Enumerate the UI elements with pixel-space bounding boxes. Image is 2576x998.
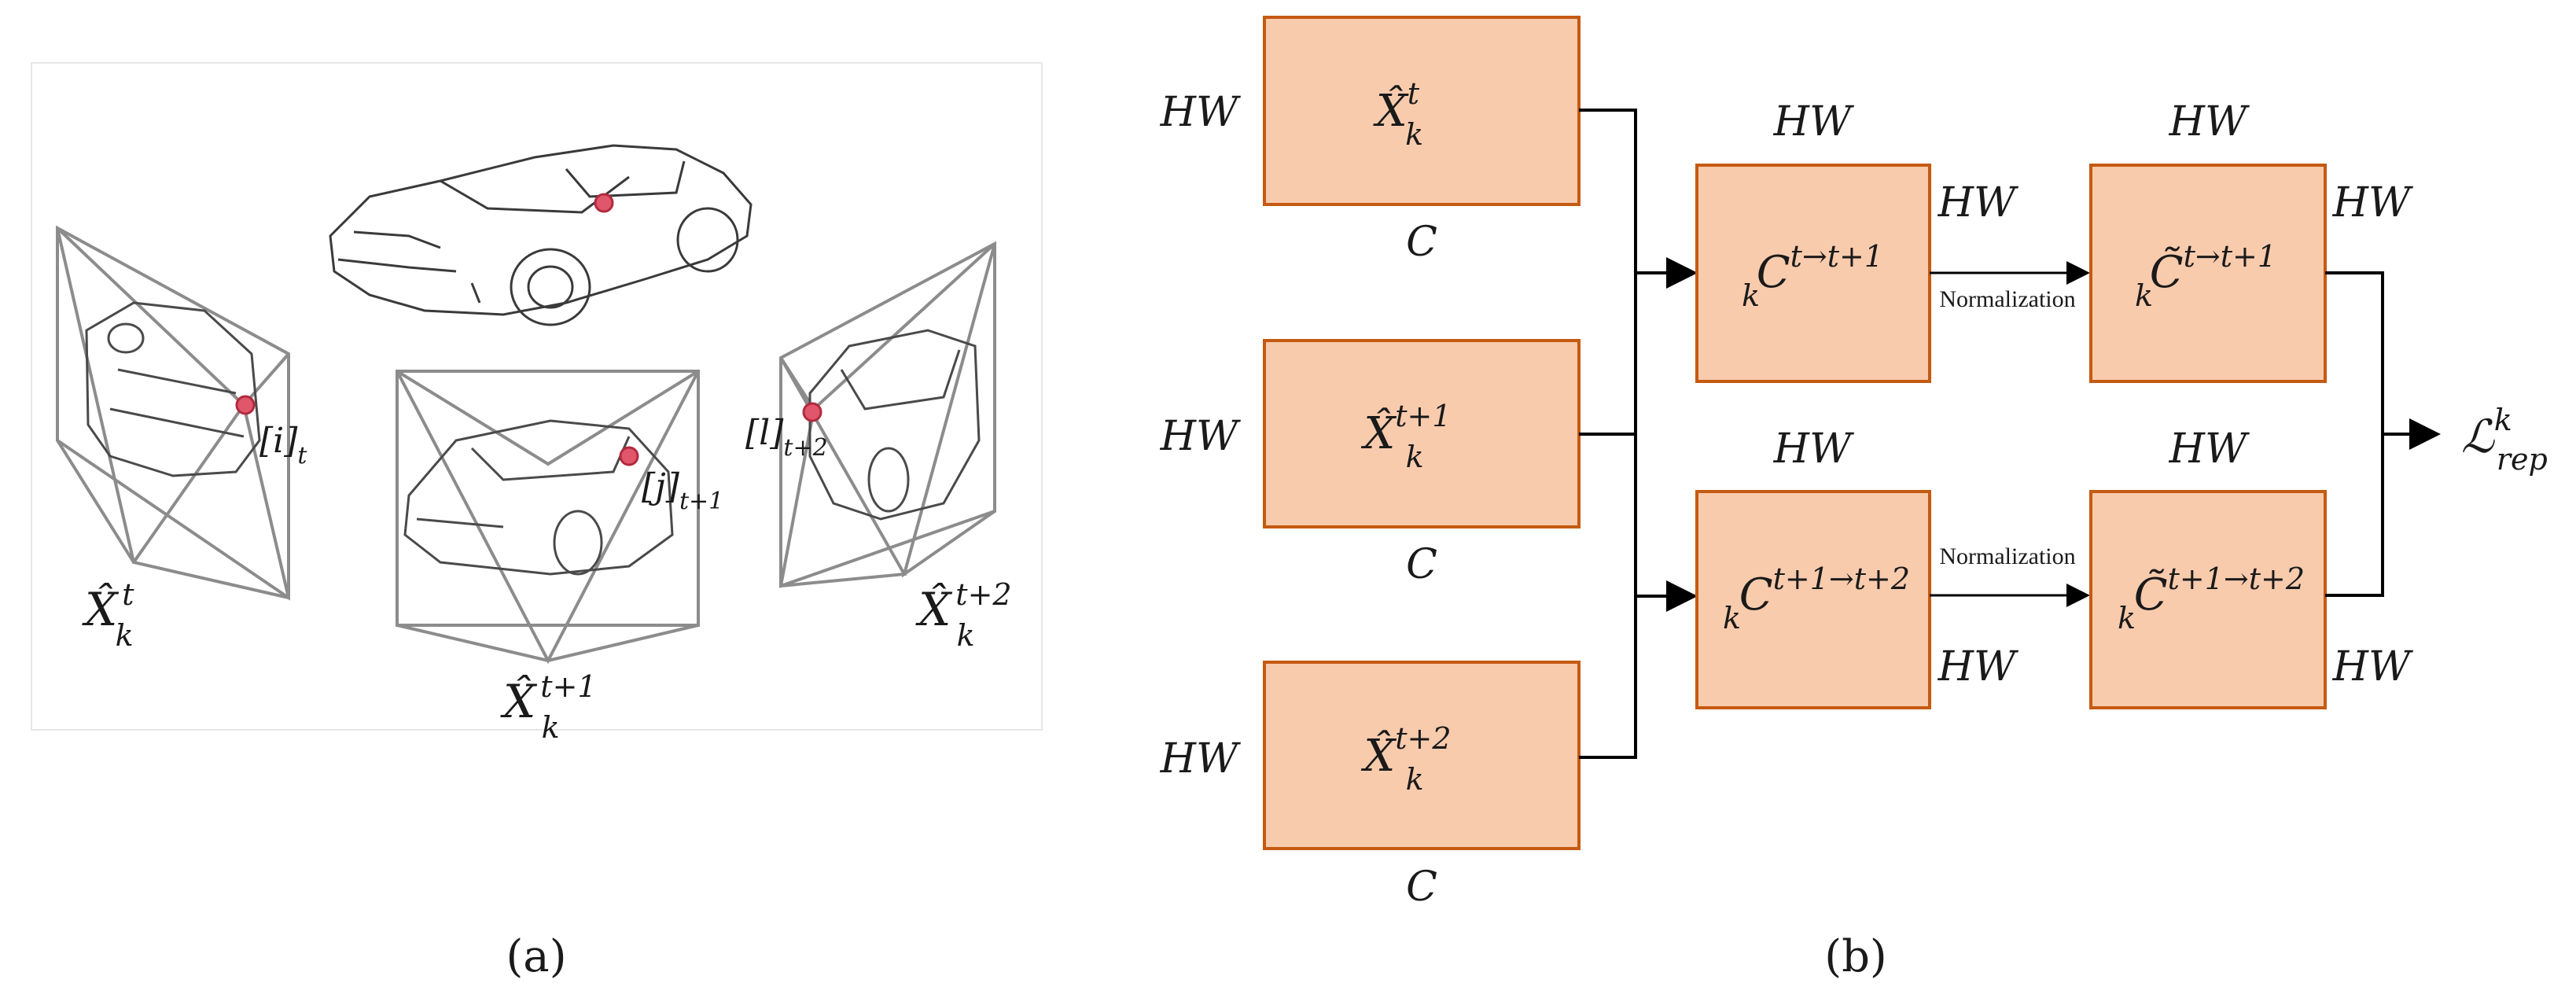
input-t-hw-label: HW <box>1160 89 1241 136</box>
input-t1-c-label: C <box>1406 541 1437 588</box>
svg-text:X̂t+1k: X̂t+1k <box>1360 399 1451 474</box>
svg-text:Ct+1→t+2k: Ct+1→t+2k <box>1723 562 1910 635</box>
corr2-side-hw: HW <box>1938 643 2018 690</box>
svg-text:X̂t+2k: X̂t+2k <box>1360 721 1451 797</box>
norm1-top-hw: HW <box>2169 98 2250 145</box>
svg-text:Ct→t+1k: Ct→t+1k <box>1742 239 1883 313</box>
input-connectors <box>1579 109 1698 759</box>
svg-text:X̂tk: X̂tk <box>1373 76 1423 152</box>
corr1-side-hw: HW <box>1938 179 2018 226</box>
view-t1-frame <box>396 370 700 665</box>
view-t2-frame <box>779 241 996 588</box>
view-t-frame <box>56 225 290 601</box>
panel-b-caption: (b) <box>1824 931 1887 982</box>
panel-a-caption: (a) <box>506 931 566 982</box>
view-t-point-label: [i]t <box>259 421 307 470</box>
input-t1-hw-label: HW <box>1160 413 1241 460</box>
reference-keypoint-marker <box>594 193 614 213</box>
view-t-keypoint-marker <box>235 395 256 415</box>
view-t1-point-label: [j]t+1 <box>642 466 723 515</box>
view-t-car-icon <box>85 301 261 477</box>
corr1-top-hw: HW <box>1773 98 1854 145</box>
input-t-c-label: C <box>1406 219 1437 266</box>
normalization-label-1: Normalization <box>1939 286 2075 312</box>
reference-car-icon <box>329 144 753 326</box>
input-t2-hw-label: HW <box>1160 735 1241 783</box>
normalization-label-2: Normalization <box>1939 543 2075 569</box>
view-t2-point-label: [l]t+2 <box>745 413 828 462</box>
output-connectors <box>2325 271 2441 597</box>
view-t2-car-icon <box>808 329 981 521</box>
norm2-top-hw: HW <box>2169 425 2250 473</box>
norm2-side-hw: HW <box>2332 643 2413 690</box>
view-t1-keypoint-marker <box>619 446 639 466</box>
svg-text:C̃t→t+1k: C̃t→t+1k <box>2135 239 2276 313</box>
norm1-side-hw: HW <box>2332 179 2413 226</box>
input-t2-c-label: C <box>1406 864 1437 911</box>
panel-a-border <box>31 62 1043 731</box>
normalization-arrows <box>1930 261 2090 607</box>
svg-text:C̃t+1→t+2k: C̃t+1→t+2k <box>2118 562 2305 635</box>
corr2-top-hw: HW <box>1773 425 1854 473</box>
view-t2-keypoint-marker <box>802 402 822 422</box>
